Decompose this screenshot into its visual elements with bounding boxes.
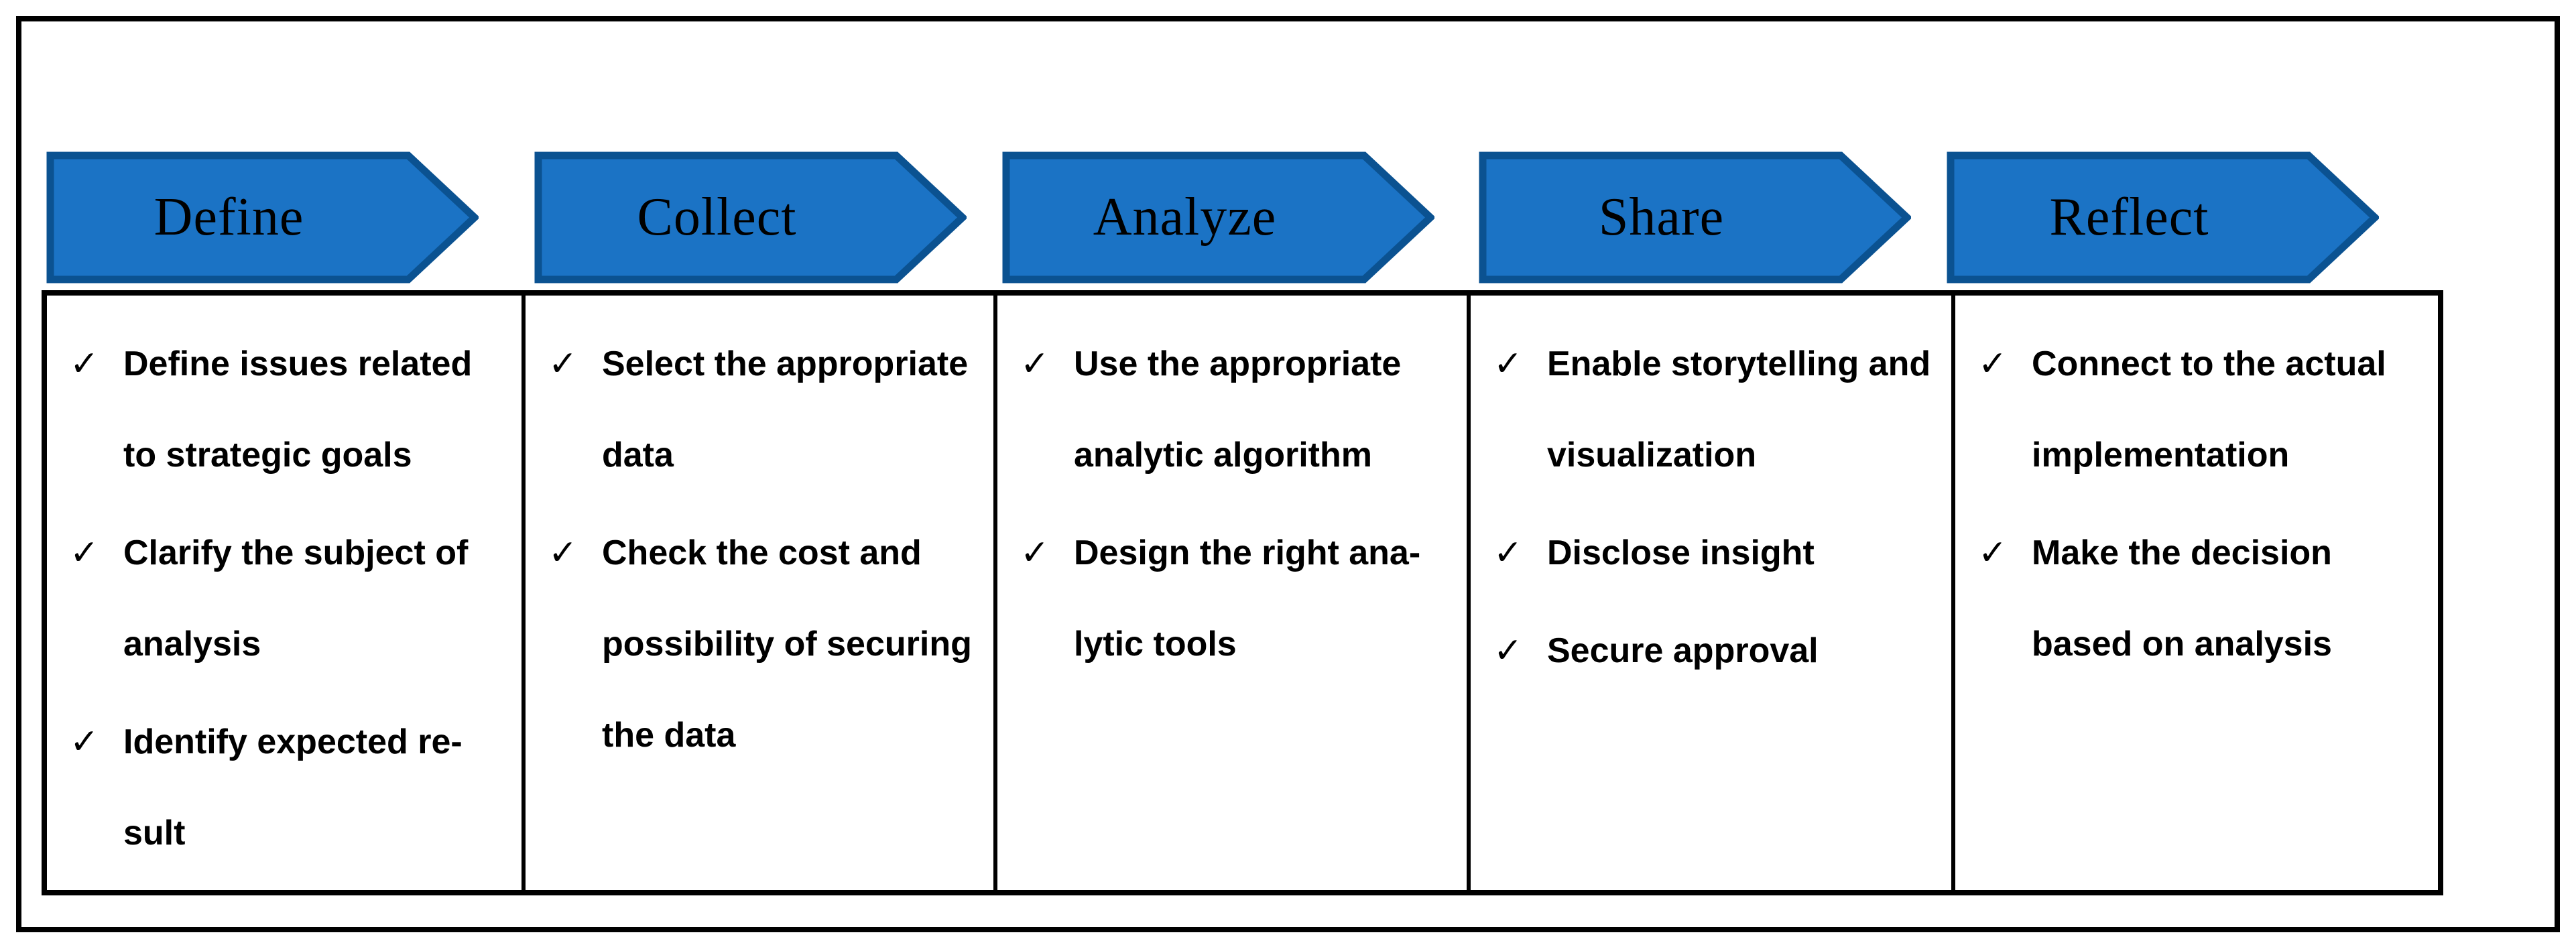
bullet-item: ✓ Disclose insight bbox=[1488, 507, 1941, 598]
arrow-shape bbox=[1479, 151, 1911, 283]
bullet-text: Disclose insight bbox=[1547, 507, 1941, 598]
bullet-text: Check the cost and possibility of securin… bbox=[602, 507, 983, 781]
bullet-item: ✓ Make the decision based on analysis bbox=[1973, 507, 2427, 690]
step-column-reflect: ✓ Connect to the actual implementation ✓ … bbox=[1955, 296, 2438, 890]
bullet-line: Check the cost and bbox=[602, 533, 922, 572]
checkmark-icon: ✓ bbox=[548, 344, 578, 384]
bullet-line: Secure approval bbox=[1547, 631, 1819, 670]
bullet-line: to strategic goals bbox=[123, 436, 412, 475]
bullet-line: Design the right ana- bbox=[1074, 533, 1421, 572]
arrow-shape bbox=[46, 151, 479, 283]
bullet-line: Clarify the subject of bbox=[123, 533, 469, 572]
bullet-text: Design the right ana-lytic tools bbox=[1074, 507, 1456, 690]
bullet-line: Make the decision bbox=[2032, 533, 2332, 572]
bullet-text: Select the appropriate data bbox=[602, 318, 983, 501]
bullet-text: Clarify the subject of analysis bbox=[123, 507, 511, 690]
bullet-item: ✓ Use the appropriate analytic algorithm bbox=[1015, 318, 1456, 501]
arrow-label: Share bbox=[1598, 188, 1725, 247]
details-table: ✓ Define issues related to strategic goal… bbox=[42, 290, 2443, 895]
bullet-line: Select the appropriate bbox=[602, 344, 969, 383]
bullet-line: based on analysis bbox=[2032, 625, 2332, 664]
step-column-collect: ✓ Select the appropriate data ✓ Check the… bbox=[526, 296, 997, 890]
bullet-line: analytic algorithm bbox=[1074, 436, 1372, 475]
bullet-text: Define issues related to strategic goals bbox=[123, 318, 511, 501]
checkmark-icon: ✓ bbox=[70, 344, 99, 384]
bullet-line: Use the appropriate bbox=[1074, 344, 1402, 383]
bullet-line: the data bbox=[602, 716, 736, 755]
checkmark-icon: ✓ bbox=[1020, 533, 1050, 573]
arrow-label: Reflect bbox=[2049, 188, 2209, 247]
arrow-shape bbox=[1002, 151, 1434, 283]
bullet-item: ✓ Define issues related to strategic goal… bbox=[64, 318, 511, 501]
checkmark-icon: ✓ bbox=[548, 533, 578, 573]
step-arrow-collect: Collect bbox=[534, 151, 967, 283]
arrow-shape bbox=[1947, 151, 2379, 283]
bullet-item: ✓ Identify expected re-sult bbox=[64, 696, 511, 879]
bullet-line: Enable storytelling and bbox=[1547, 344, 1931, 383]
pentagon-arrow-icon bbox=[1947, 151, 2379, 283]
bullet-text: Connect to the actual implementation bbox=[2032, 318, 2427, 501]
bullet-text: Identify expected re-sult bbox=[123, 696, 511, 879]
bullet-item: ✓ Enable storytelling and visualization bbox=[1488, 318, 1941, 501]
pentagon-arrow-icon bbox=[534, 151, 967, 283]
arrow-label: Collect bbox=[637, 188, 797, 247]
bullet-text: Secure approval bbox=[1547, 605, 1941, 696]
bullet-text: Enable storytelling and visualization bbox=[1547, 318, 1941, 501]
pentagon-arrow-icon bbox=[46, 151, 479, 283]
bullet-line: Define issues related bbox=[123, 344, 473, 383]
checkmark-icon: ✓ bbox=[1020, 344, 1050, 384]
arrow-shape bbox=[534, 151, 967, 283]
pentagon-arrow-icon bbox=[1479, 151, 1911, 283]
arrow-label: Analyze bbox=[1093, 188, 1277, 247]
bullet-item: ✓ Clarify the subject of analysis bbox=[64, 507, 511, 690]
bullet-item: ✓ Check the cost and possibility of secur… bbox=[543, 507, 983, 781]
bullet-line: implementation bbox=[2032, 436, 2290, 475]
step-arrow-analyze: Analyze bbox=[1002, 151, 1434, 283]
bullet-line: sult bbox=[123, 814, 186, 853]
checkmark-icon: ✓ bbox=[1493, 533, 1523, 573]
bullet-text: Use the appropriate analytic algorithm bbox=[1074, 318, 1456, 501]
step-arrow-define: Define bbox=[46, 151, 479, 283]
bullet-line: analysis bbox=[123, 625, 261, 664]
bullet-text: Make the decision based on analysis bbox=[2032, 507, 2427, 690]
outer-frame bbox=[16, 16, 2560, 932]
bullet-line: possibility of securing bbox=[602, 625, 972, 664]
checkmark-icon: ✓ bbox=[1493, 631, 1523, 671]
bullet-item: ✓ Select the appropriate data bbox=[543, 318, 983, 501]
pentagon-arrow-icon bbox=[1002, 151, 1434, 283]
bullet-line: Disclose insight bbox=[1547, 533, 1815, 572]
bullet-item: ✓ Secure approval bbox=[1488, 605, 1941, 696]
bullet-line: Identify expected re- bbox=[123, 722, 463, 761]
bullet-item: ✓ Design the right ana-lytic tools bbox=[1015, 507, 1456, 690]
bullet-line: data bbox=[602, 436, 674, 475]
checkmark-icon: ✓ bbox=[1493, 344, 1523, 384]
step-arrow-reflect: Reflect bbox=[1947, 151, 2379, 283]
process-arrows: Define Collect Analyze Share Reflect bbox=[0, 151, 2576, 283]
bullet-line: visualization bbox=[1547, 436, 1757, 475]
bullet-line: lytic tools bbox=[1074, 625, 1237, 664]
checkmark-icon: ✓ bbox=[1978, 344, 2008, 384]
step-column-define: ✓ Define issues related to strategic goal… bbox=[47, 296, 526, 890]
bullet-line: Connect to the actual bbox=[2032, 344, 2386, 383]
step-arrow-share: Share bbox=[1479, 151, 1911, 283]
checkmark-icon: ✓ bbox=[70, 722, 99, 762]
checkmark-icon: ✓ bbox=[70, 533, 99, 573]
arrow-label: Define bbox=[154, 188, 304, 247]
checkmark-icon: ✓ bbox=[1978, 533, 2008, 573]
step-column-share: ✓ Enable storytelling and visualization ✓… bbox=[1471, 296, 1955, 890]
bullet-item: ✓ Connect to the actual implementation bbox=[1973, 318, 2427, 501]
